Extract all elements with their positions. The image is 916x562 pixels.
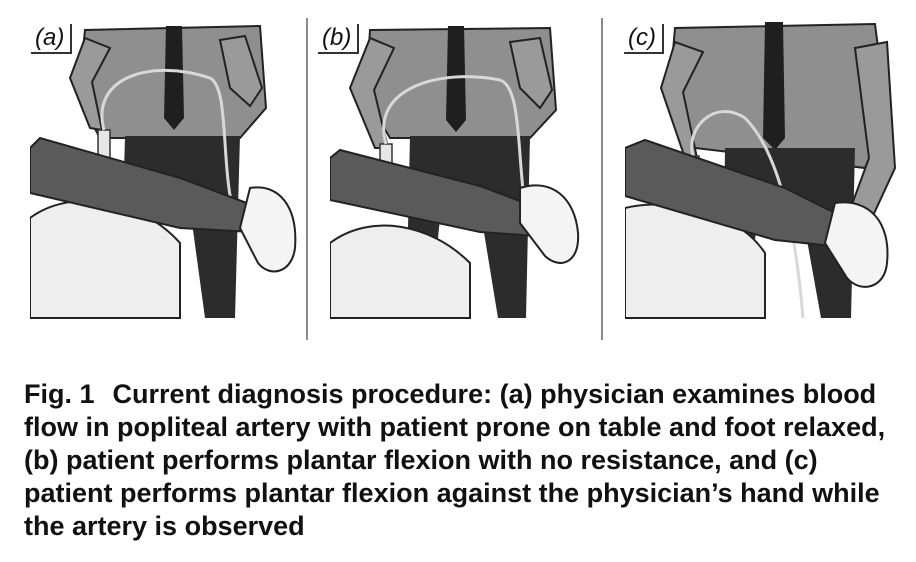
panel-c-label: (c): [624, 24, 664, 54]
panel-a-illustration: [30, 18, 305, 338]
panel-a-label: (a): [31, 24, 73, 54]
panel-b-label: (b): [318, 24, 360, 54]
panel-b-illustration: [330, 18, 600, 338]
panel-divider: [306, 18, 308, 340]
panel-c-illustration: [625, 18, 916, 338]
figure-number: Fig. 1: [24, 379, 95, 409]
figure-illustration: (a) (b): [30, 18, 916, 340]
figure-caption-text: Current diagnosis procedure: (a) physici…: [24, 379, 886, 541]
panel-divider: [601, 18, 603, 340]
